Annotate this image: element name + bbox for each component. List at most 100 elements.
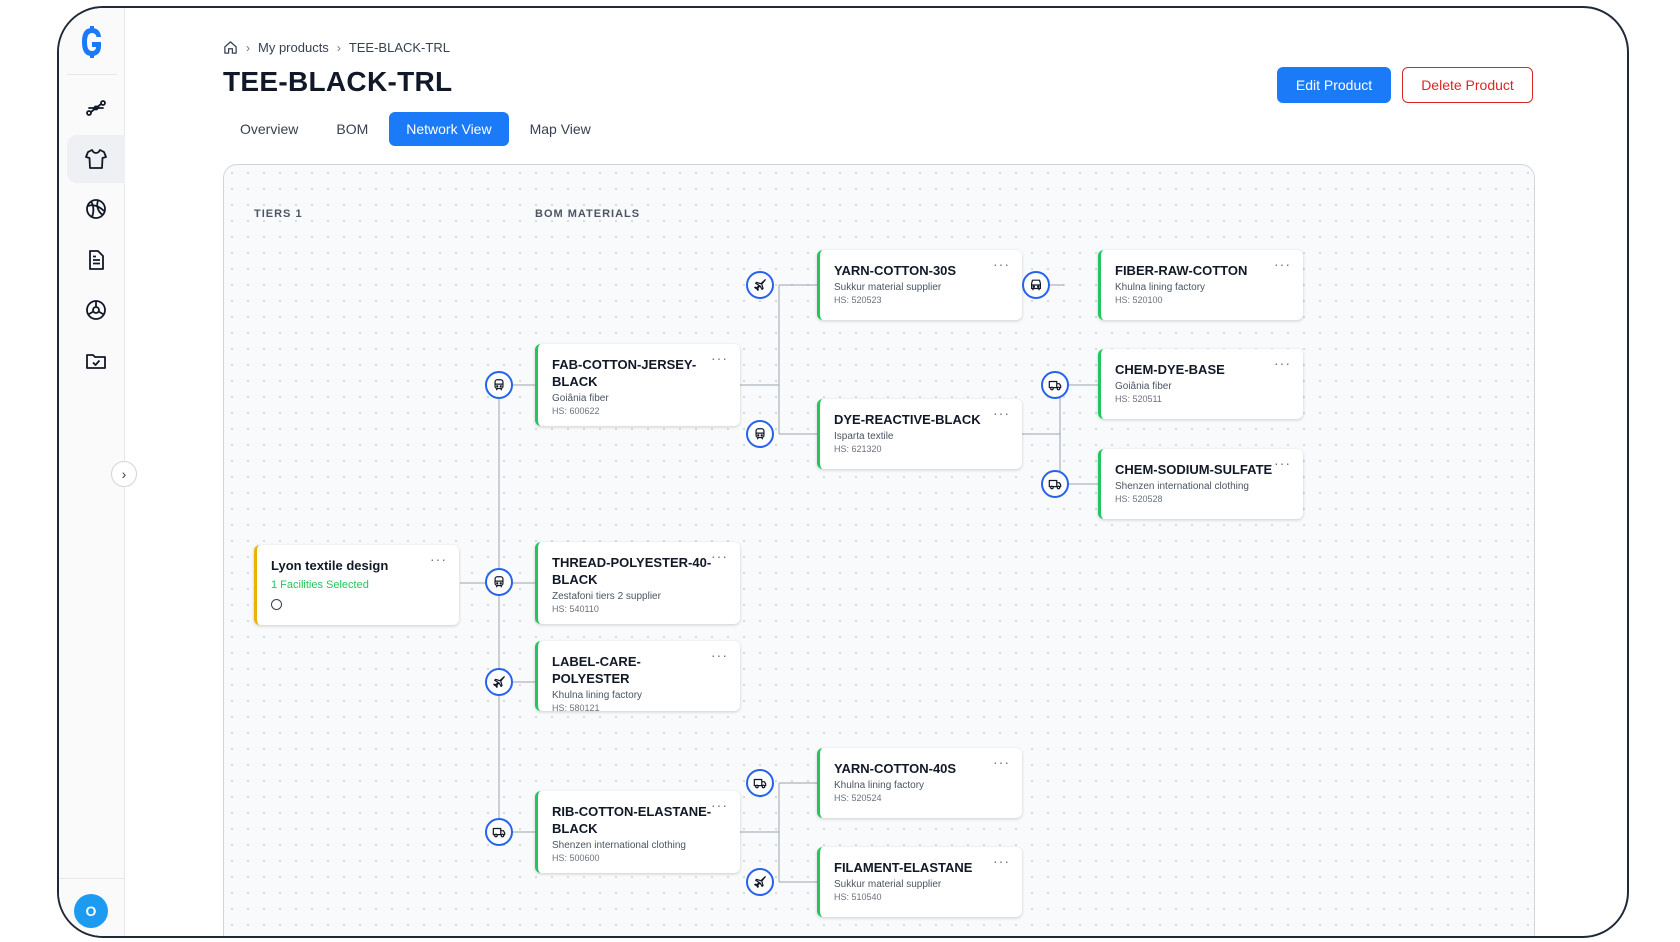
material-node[interactable]: YARN-COTTON-30S Sukkur material supplier… xyxy=(817,250,1022,320)
material-hs-code: HS: 600622 xyxy=(552,406,600,416)
sidebar-item-settings[interactable] xyxy=(67,286,125,334)
material-supplier: Sukkur material supplier xyxy=(834,282,942,293)
material-supplier: Khulna lining factory xyxy=(834,780,925,791)
app-window: O › › My products › TEE-BLACK-TRL TEE-BL… xyxy=(57,6,1629,938)
brand-logo-icon[interactable] xyxy=(79,26,105,58)
material-code: LABEL-CARE-POLYESTER xyxy=(552,654,641,686)
chevron-right-icon: › xyxy=(121,466,127,482)
facility-node[interactable]: Lyon textile design 1 Facilities Selecte… xyxy=(254,545,459,625)
material-node[interactable]: RIB-COTTON-ELASTANE-BLACK Shenzen intern… xyxy=(535,791,740,873)
sidebar-item-globe[interactable] xyxy=(67,185,125,233)
network-icon xyxy=(86,100,106,116)
facility-count: 1 Facilities Selected xyxy=(271,579,369,591)
material-supplier: Goiânia fiber xyxy=(1115,381,1172,392)
folder-check-icon xyxy=(86,354,106,369)
more-options-icon[interactable]: ··· xyxy=(1274,455,1291,471)
material-hs-code: HS: 621320 xyxy=(834,444,882,454)
breadcrumb: › My products › TEE-BLACK-TRL xyxy=(223,40,450,55)
plane-transport-icon[interactable] xyxy=(485,668,513,696)
sidebar-item-network[interactable] xyxy=(67,84,125,132)
plane-transport-icon[interactable] xyxy=(746,271,774,299)
connector-lines xyxy=(460,284,1098,883)
settings-globe-icon xyxy=(86,300,106,320)
breadcrumb-separator: › xyxy=(246,40,250,55)
material-code: FAB-COTTON-JERSEY-BLACK xyxy=(552,357,697,389)
truck-transport-icon[interactable] xyxy=(1041,470,1069,498)
tiers-column-label: TIERS 1 xyxy=(254,208,303,220)
home-icon[interactable] xyxy=(223,40,238,55)
more-options-icon[interactable]: ··· xyxy=(993,256,1010,272)
material-hs-code: HS: 520524 xyxy=(834,793,882,803)
facility-radio[interactable] xyxy=(271,599,282,610)
material-hs-code: HS: 540110 xyxy=(552,604,599,614)
material-node[interactable]: FILAMENT-ELASTANE Sukkur material suppli… xyxy=(817,847,1022,917)
material-node[interactable]: CHEM-SODIUM-SULFATE Shenzen internationa… xyxy=(1098,449,1303,519)
train-transport-icon[interactable] xyxy=(746,420,774,448)
material-supplier: Isparta textile xyxy=(834,431,894,442)
tab-overview[interactable]: Overview xyxy=(240,121,299,137)
material-code: RIB-COTTON-ELASTANE-BLACK xyxy=(552,804,712,836)
more-options-icon[interactable]: ··· xyxy=(1274,256,1291,272)
breadcrumb-separator: › xyxy=(336,40,341,55)
material-node[interactable]: FIBER-RAW-COTTON Khulna lining factory H… xyxy=(1098,250,1303,320)
material-code: FILAMENT-ELASTANE xyxy=(834,860,973,875)
material-supplier: Khulna lining factory xyxy=(552,690,643,701)
material-node[interactable]: LABEL-CARE-POLYESTER Khulna lining facto… xyxy=(535,641,740,713)
material-supplier: Khulna lining factory xyxy=(1115,282,1206,293)
bom-column-label: BOM MATERIALS xyxy=(535,208,641,220)
plane-transport-icon[interactable] xyxy=(746,868,774,896)
sidebar-item-products[interactable] xyxy=(67,135,125,183)
tab-network-view[interactable]: Network View xyxy=(389,112,509,146)
material-hs-code: HS: 520528 xyxy=(1115,494,1163,504)
more-options-icon[interactable]: ··· xyxy=(993,754,1010,770)
more-options-icon[interactable]: ··· xyxy=(711,548,728,564)
material-supplier: Sukkur material supplier xyxy=(834,879,942,890)
more-options-icon[interactable]: ··· xyxy=(711,647,728,663)
more-options-icon[interactable]: ··· xyxy=(711,797,728,813)
sidebar-item-folder[interactable] xyxy=(67,337,125,385)
bus-transport-icon[interactable] xyxy=(1022,271,1050,299)
material-node[interactable]: YARN-COTTON-40S Khulna lining factory HS… xyxy=(817,748,1022,818)
material-hs-code: HS: 580121 xyxy=(552,703,600,713)
document-icon xyxy=(89,250,104,270)
material-node[interactable]: DYE-REACTIVE-BLACK Isparta textile HS: 6… xyxy=(817,399,1022,469)
tshirt-icon xyxy=(85,149,107,169)
more-options-icon[interactable]: ··· xyxy=(993,405,1010,421)
more-options-icon[interactable]: ··· xyxy=(1274,355,1291,371)
sidebar-item-documents[interactable] xyxy=(67,236,125,284)
material-code: THREAD-POLYESTER-40-BLACK xyxy=(552,555,712,587)
material-hs-code: HS: 520523 xyxy=(834,295,882,305)
page-title: TEE-BLACK-TRL xyxy=(223,66,453,97)
truck-transport-icon[interactable] xyxy=(1041,371,1069,399)
material-supplier: Shenzen international clothing xyxy=(552,840,686,851)
breadcrumb-my-products[interactable]: My products xyxy=(258,40,329,55)
view-tabs: Overview BOM Network View Map View xyxy=(223,112,608,146)
train-transport-icon[interactable] xyxy=(485,371,513,399)
material-hs-code: HS: 500600 xyxy=(552,853,600,863)
material-hs-code: HS: 510540 xyxy=(834,892,882,902)
material-supplier: Goiânia fiber xyxy=(552,393,609,404)
material-code: FIBER-RAW-COTTON xyxy=(1115,263,1248,278)
more-options-icon[interactable]: ··· xyxy=(993,853,1010,869)
sidebar-divider xyxy=(59,878,125,879)
breadcrumb-current: TEE-BLACK-TRL xyxy=(348,40,450,55)
sidebar-collapse-button[interactable]: › xyxy=(111,461,137,487)
globe-icon xyxy=(86,199,106,219)
material-supplier: Zestafoni tiers 2 supplier xyxy=(552,591,661,602)
edit-product-button[interactable]: Edit Product xyxy=(1277,67,1391,103)
truck-transport-icon[interactable] xyxy=(746,769,774,797)
sidebar-divider xyxy=(67,74,117,75)
tab-bom[interactable]: BOM xyxy=(336,121,369,137)
avatar[interactable]: O xyxy=(74,894,108,928)
tab-map-view[interactable]: Map View xyxy=(529,121,591,137)
delete-product-button[interactable]: Delete Product xyxy=(1402,67,1533,103)
material-node[interactable]: CHEM-DYE-BASE Goiânia fiber HS: 520511 ·… xyxy=(1098,349,1303,419)
more-options-icon[interactable]: ··· xyxy=(430,551,447,567)
train-transport-icon[interactable] xyxy=(485,568,513,596)
material-node[interactable]: THREAD-POLYESTER-40-BLACK Zestafoni tier… xyxy=(535,542,740,624)
truck-transport-icon[interactable] xyxy=(485,818,513,846)
material-node[interactable]: FAB-COTTON-JERSEY-BLACK Goiânia fiber HS… xyxy=(535,344,740,426)
more-options-icon[interactable]: ··· xyxy=(711,350,728,366)
network-canvas[interactable]: TIERS 1 BOM MATERIALS Lyon textile desig… xyxy=(223,164,1535,936)
material-code: CHEM-DYE-BASE xyxy=(1115,362,1225,377)
